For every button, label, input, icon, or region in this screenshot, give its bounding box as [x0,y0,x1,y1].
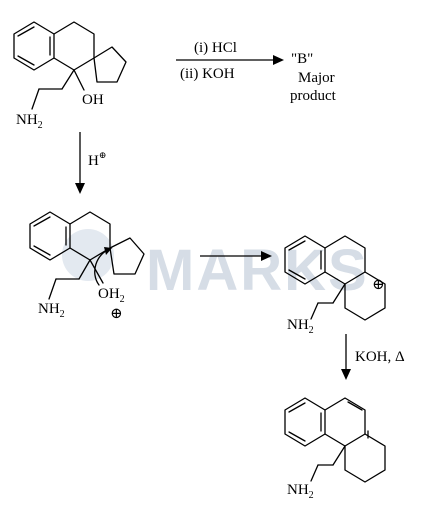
oh2-label: OH2 [98,286,125,305]
product-b-product: product [290,88,337,104]
reaction-arrow-rearrangement [200,251,272,261]
nh2-label-1: NH2 [16,112,43,131]
reaction-arrow-base: KOH, Δ [341,334,405,380]
starting-material: OH NH2 [13,21,127,131]
reaction-arrow-top: (i) HCl (ii) KOH [176,40,284,82]
carbocation-charge: ⊕ [372,277,385,293]
oxonium-charge: ⊕ [110,306,123,322]
nh2-label-3: NH2 [287,317,314,336]
watermark: MARKS [62,229,369,303]
product-b-major: Major [298,70,335,86]
product-b-label: "B" Major product [290,51,337,104]
reaction-arrow-acid: H⊕ [75,132,106,194]
reagent-h: H⊕ [88,150,106,169]
nh2-label-2: NH2 [38,301,65,320]
carbocation-intermediate: ⊕ NH2 [284,235,386,336]
watermark-text: MARKS [146,238,369,303]
reagent-hcl: (i) HCl [194,40,237,56]
final-product: NH2 [284,397,386,501]
product-b: "B" [291,51,313,67]
reagent-koh-heat: KOH, Δ [355,349,405,365]
nh2-label-4: NH2 [287,482,314,501]
reagent-koh: (ii) KOH [180,66,235,82]
protonated-intermediate: OH2 ⊕ NH2 [29,211,145,322]
oh-label: OH [82,92,104,108]
